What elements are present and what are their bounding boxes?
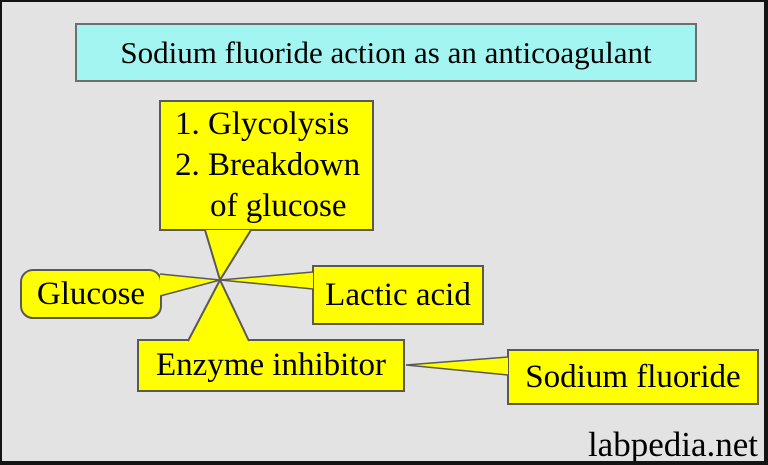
callout-glucose: Glucose <box>20 269 162 319</box>
pointer-process-tail <box>204 229 252 283</box>
process-line-2: 2. Breakdown <box>175 147 361 183</box>
callout-lactic-acid: Lactic acid <box>312 265 484 325</box>
callout-glycolysis-breakdown: 1. Glycolysis 2. Breakdown of glucose <box>159 100 374 231</box>
watermark-text: labpedia.net <box>587 425 758 464</box>
diagram-title-text: Sodium fluoride action as an anticoagula… <box>120 34 652 70</box>
pointer-sodium-fluoride <box>405 356 509 376</box>
pointer-enzyme-tail <box>187 277 250 342</box>
lactic-acid-label: Lactic acid <box>325 276 471 313</box>
glucose-label: Glucose <box>36 275 146 312</box>
watermark: labpedia.net <box>587 425 758 464</box>
process-line-1: 1. Glycolysis <box>175 106 350 142</box>
pointer-glucose <box>159 273 221 297</box>
enzyme-inhibitor-label: Enzyme inhibitor <box>155 347 387 383</box>
diagram-title: Sodium fluoride action as an anticoagula… <box>75 23 697 82</box>
sodium-fluoride-label: Sodium fluoride <box>525 358 741 395</box>
process-line-3: of glucose <box>210 188 347 224</box>
callout-sodium-fluoride: Sodium fluoride <box>507 349 759 405</box>
pointer-lactic-acid <box>219 271 314 290</box>
callout-enzyme-inhibitor: Enzyme inhibitor <box>137 339 405 392</box>
